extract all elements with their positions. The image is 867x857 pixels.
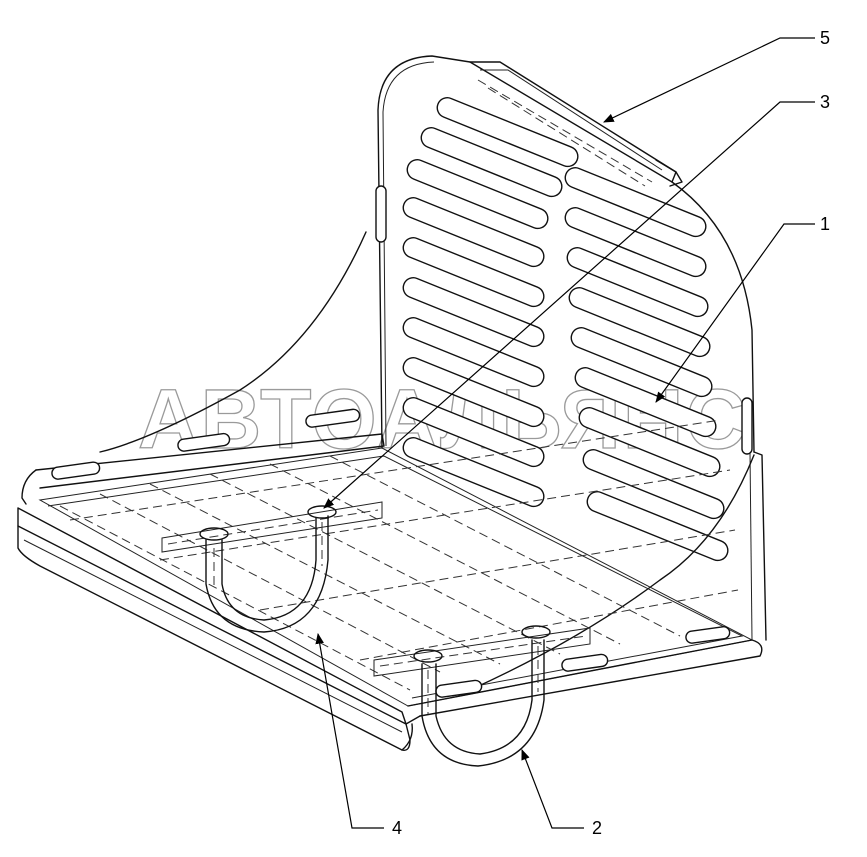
tray [17,433,763,751]
callout-5: 5 [820,28,830,48]
clamp-front [373,625,591,767]
callout-4: 4 [392,818,402,838]
top-bracket [469,61,683,187]
hidden-lines [59,419,739,691]
support-curve-left [99,231,367,453]
leader-4 [315,632,384,829]
support-curve-right [469,454,755,691]
leader-5 [603,37,815,123]
leader-1 [655,223,815,403]
edge-slot-left [375,185,387,243]
tray-slots [51,408,731,698]
slots-left [402,97,579,508]
slots-right [564,167,729,562]
leader-3 [323,101,815,509]
clamp-rear [161,501,383,633]
callout-1: 1 [820,214,830,234]
callout-2: 2 [592,818,602,838]
edge-slot-right [741,397,753,455]
leader-2 [521,748,584,829]
callout-3: 3 [820,92,830,112]
